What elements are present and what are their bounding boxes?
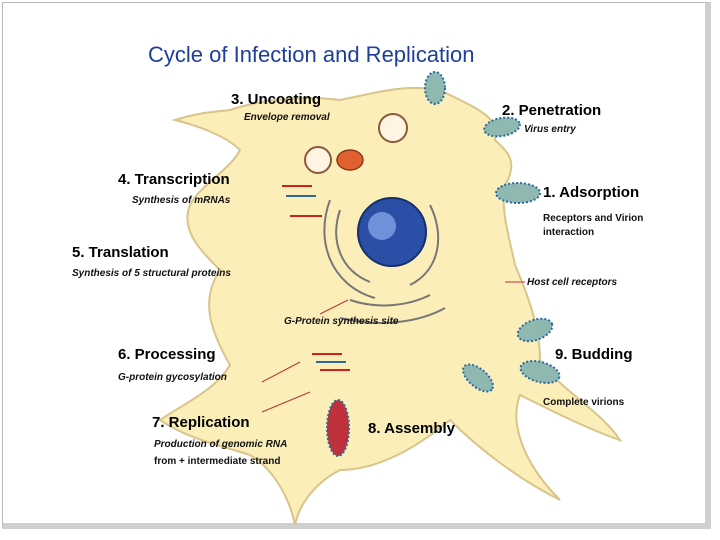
step-processing-label: 6. Processing: [118, 346, 216, 363]
step-budding-detail: Complete virions: [543, 397, 625, 408]
step-adsorption-detail: Receptors and Virion interaction: [543, 213, 644, 238]
step-uncoating-detail: Envelope removal: [244, 112, 330, 123]
uncoated-virion: [336, 149, 364, 171]
step-assembly-label: 8. Assembly: [368, 420, 455, 437]
endoplasmic-reticulum: [323, 199, 446, 324]
step-translation-label: 5. Translation: [72, 244, 169, 261]
host-receptors-label: Host cell receptors: [527, 277, 618, 288]
step-transcription-detail: Synthesis of mRNAs: [132, 195, 231, 206]
step-adsorption-label: 1. Adsorption: [543, 184, 640, 201]
cell-body: [158, 86, 623, 526]
step-replication-detail-2: from + intermediate strand: [154, 456, 281, 467]
pointer-lines: [261, 281, 525, 413]
step-processing-detail: G-protein gycosylation: [118, 372, 227, 383]
step-translation-detail: Synthesis of 5 structural proteins: [72, 268, 231, 279]
step-penetration-label: 2. Penetration: [502, 102, 602, 119]
slide-frame: [2, 2, 711, 529]
step-uncoating-label: 3. Uncoating: [231, 91, 322, 108]
diagram-title: Cycle of Infection and Replication: [148, 42, 475, 67]
virions: [424, 71, 561, 393]
step-budding-label: 9. Budding: [555, 346, 633, 363]
step-penetration-detail: Virus entry: [524, 124, 576, 135]
step-replication-detail: Production of genomic RNA: [154, 439, 288, 450]
step-replication-label: 7. Replication: [152, 414, 250, 431]
rna-strands: [282, 185, 350, 371]
g-protein-site-label: G-Protein synthesis site: [284, 316, 399, 327]
endosome: [378, 113, 408, 143]
budding-virion: [326, 399, 350, 457]
nucleolus: [368, 212, 396, 240]
endosome-2: [304, 146, 332, 174]
step-transcription-label: 4. Transcription: [118, 171, 230, 188]
